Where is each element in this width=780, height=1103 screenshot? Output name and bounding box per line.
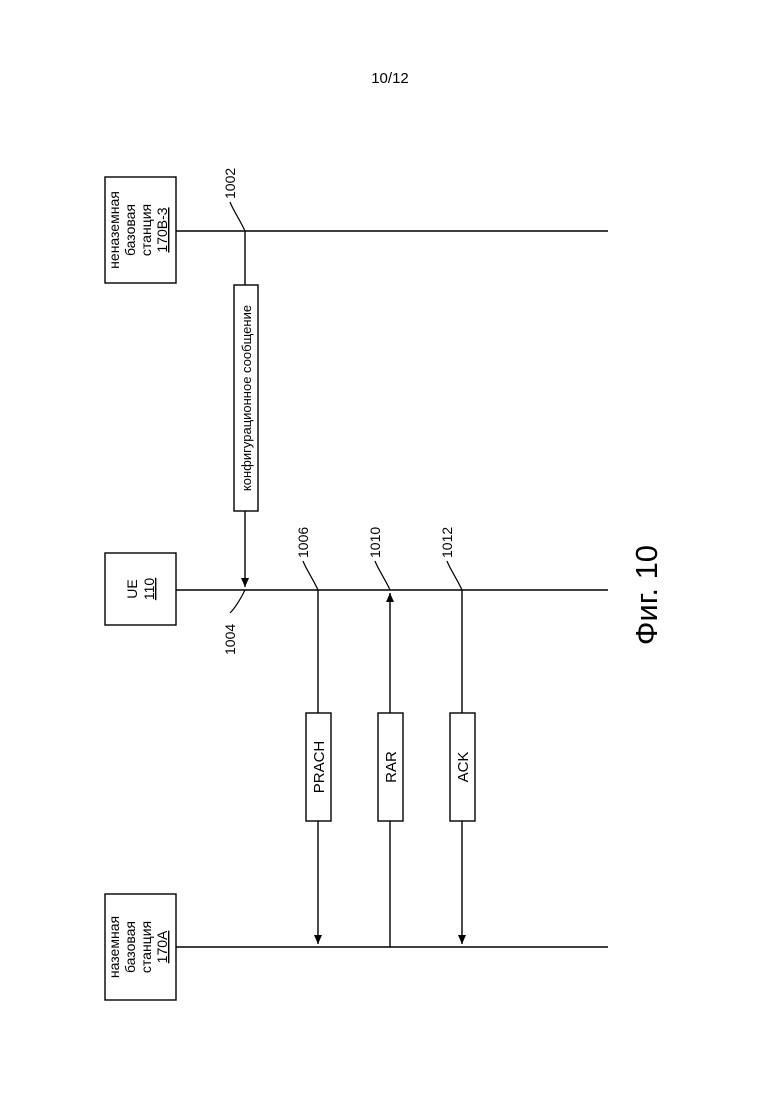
message-rar-label: RAR bbox=[383, 751, 400, 783]
ref-1004-label: 1004 bbox=[222, 624, 238, 655]
message-prach-label: PRACH bbox=[311, 741, 328, 794]
entity-label-line: станция bbox=[138, 204, 154, 256]
ref-1012: 1012 bbox=[439, 527, 462, 590]
message-prach: PRACH bbox=[306, 590, 331, 944]
ref-1002: 1002 bbox=[222, 168, 245, 231]
message-ack-label: ACK bbox=[455, 752, 472, 783]
ref-1012-label: 1012 bbox=[439, 527, 455, 558]
figure-label: Фиг. 10 bbox=[629, 545, 664, 645]
entity-ref: 170A bbox=[154, 930, 170, 963]
ref-1006: 1006 bbox=[295, 527, 318, 590]
entity-label-line: базовая bbox=[122, 204, 138, 256]
message-config: конфигурационное сообщение bbox=[234, 231, 258, 587]
ref-1006-label: 1006 bbox=[295, 527, 311, 558]
entity-ue: UE 110 bbox=[105, 553, 176, 625]
message-ack: ACK bbox=[450, 590, 475, 944]
ref-1010: 1010 bbox=[367, 527, 390, 590]
ref-1002-label: 1002 bbox=[222, 168, 238, 199]
entity-label-line: станция bbox=[138, 921, 154, 973]
ref-1010-label: 1010 bbox=[367, 527, 383, 558]
message-config-label: конфигурационное сообщение bbox=[239, 305, 254, 491]
entity-label-line: UE bbox=[124, 579, 140, 598]
entity-label-line: базовая bbox=[122, 921, 138, 973]
entity-ref: 170B-3 bbox=[154, 207, 170, 252]
entity-non-terrestrial-station: неназемная базовая станция 170B-3 bbox=[105, 177, 176, 283]
ref-1004: 1004 bbox=[222, 590, 245, 655]
entity-label-line: неназемная bbox=[106, 191, 122, 269]
entity-terrestrial-station: наземная базовая станция 170A bbox=[105, 894, 176, 1000]
entity-ref: 110 bbox=[141, 578, 157, 601]
message-rar: RAR bbox=[378, 593, 403, 947]
entity-label-line: наземная bbox=[106, 916, 122, 978]
